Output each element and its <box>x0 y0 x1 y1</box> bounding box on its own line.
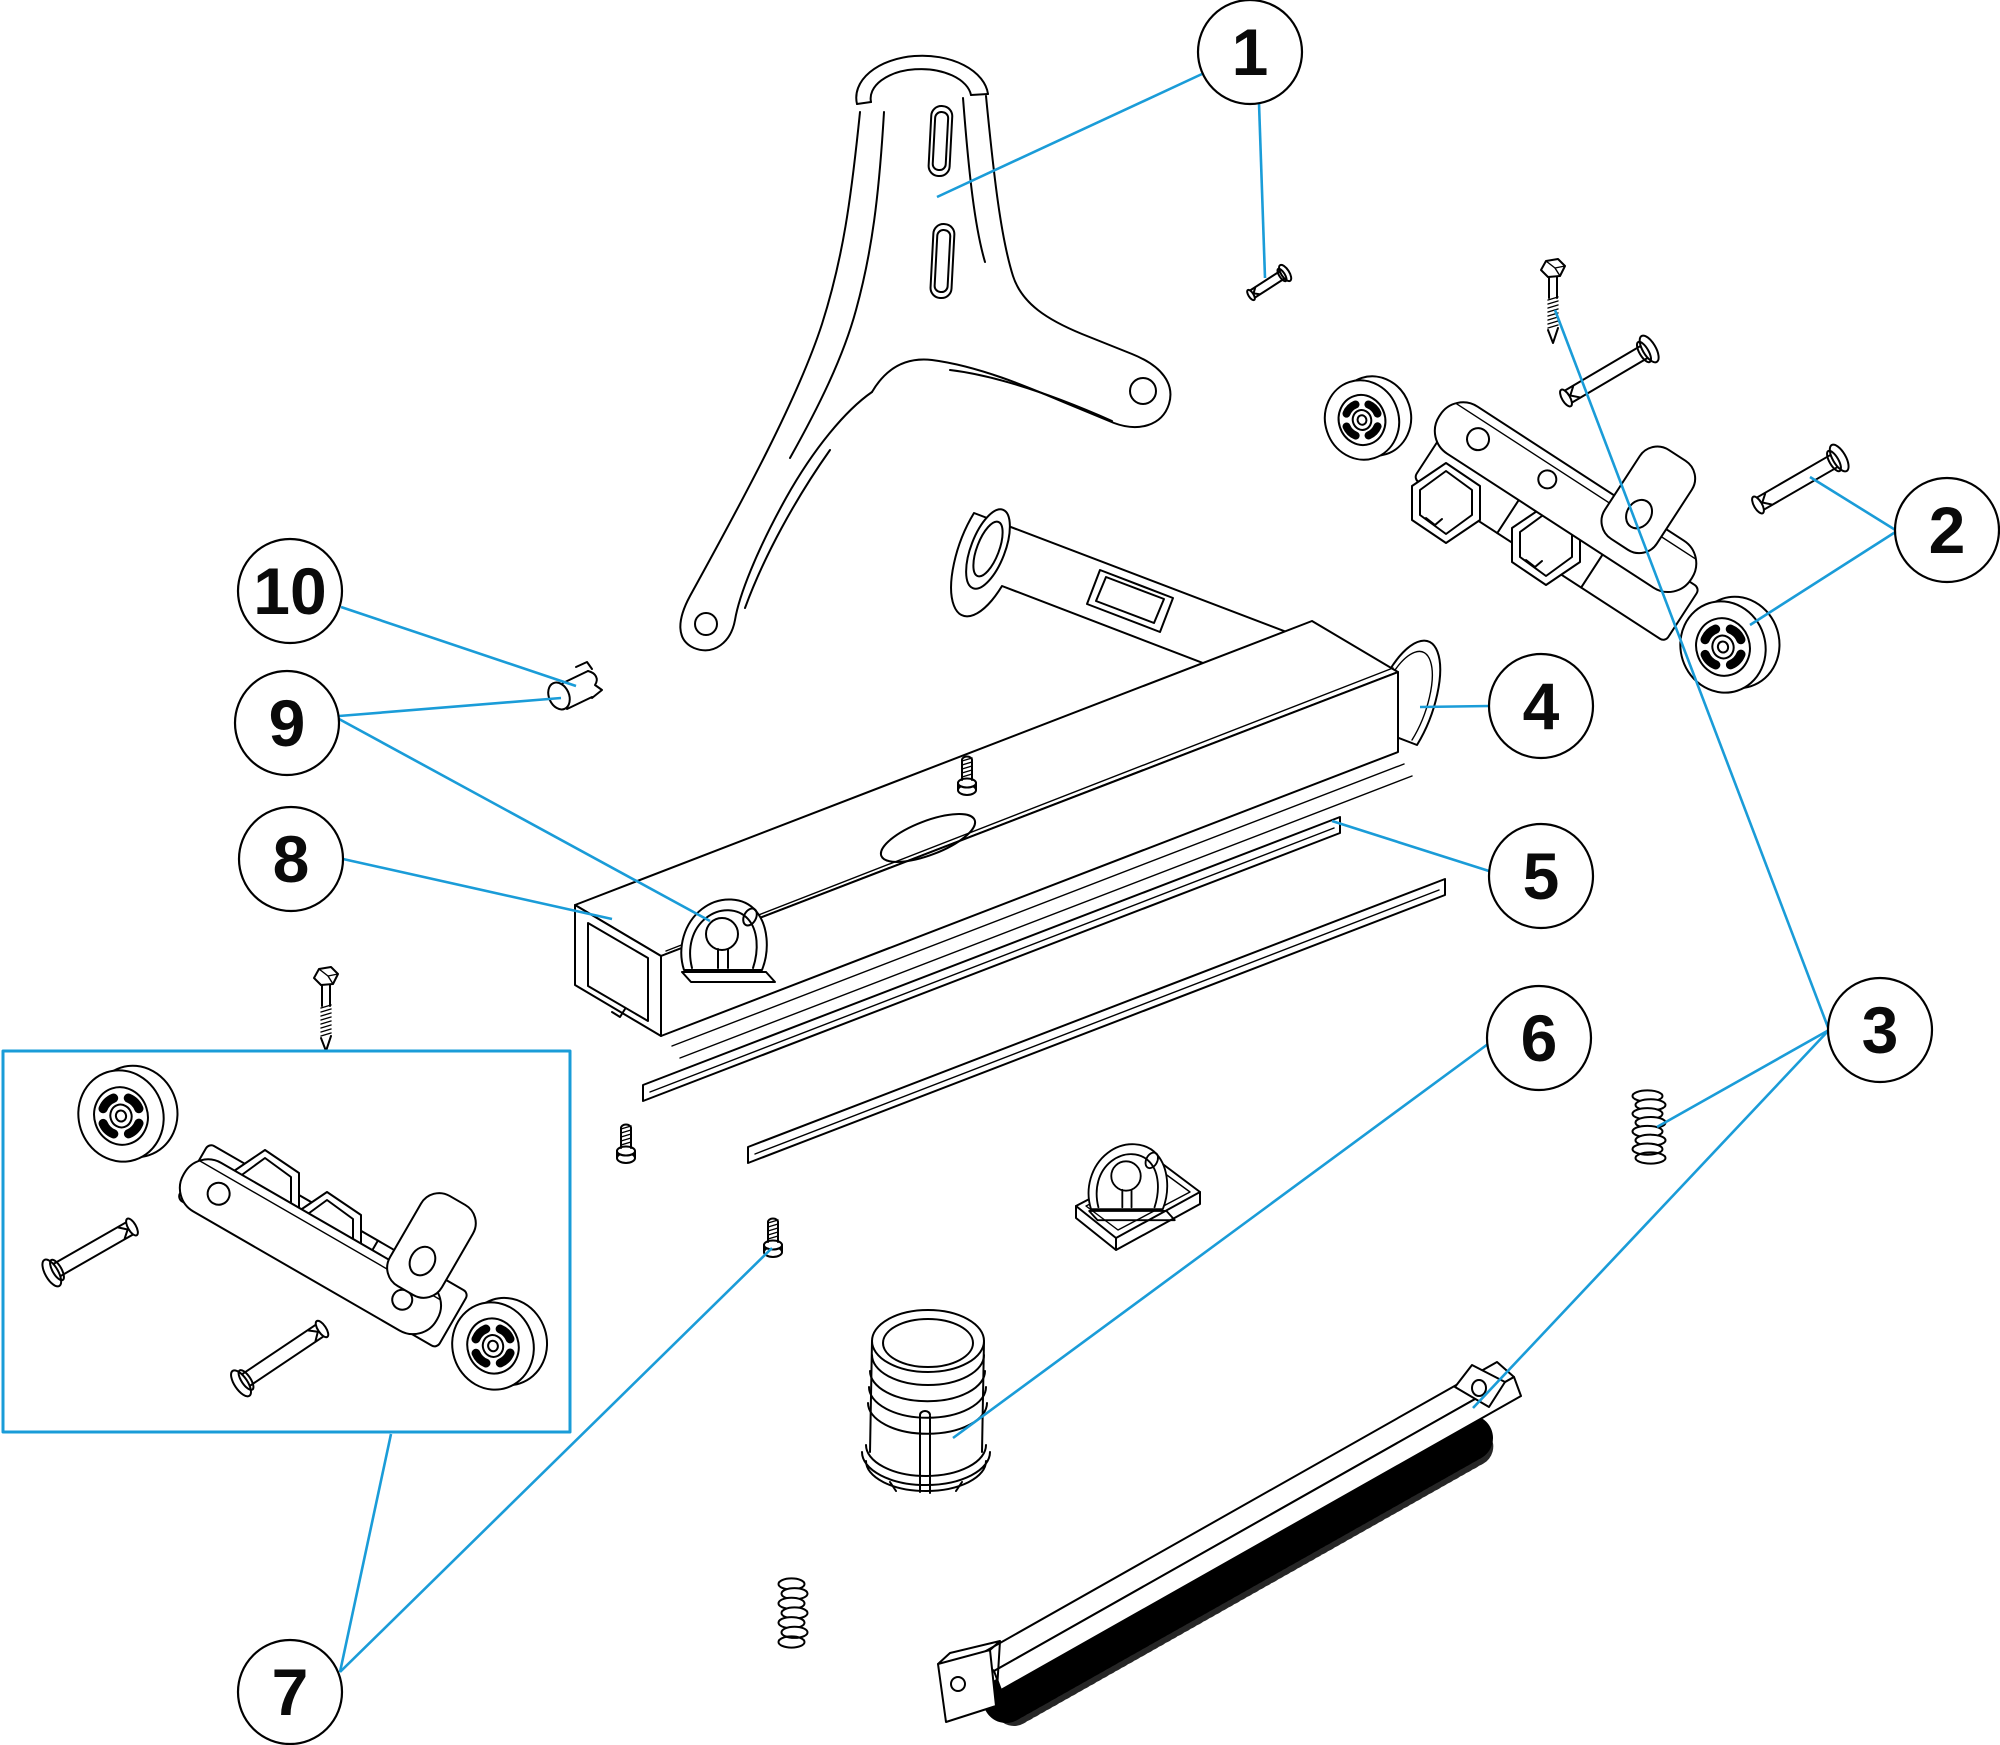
callout-circle[interactable] <box>233 669 341 777</box>
main-body-channel <box>574 620 1413 1059</box>
brush-strip <box>937 1361 1522 1726</box>
pan-head-screw <box>957 755 977 796</box>
callout-circle[interactable] <box>236 537 344 645</box>
callout-circle[interactable] <box>1196 0 1304 106</box>
leader-line <box>1553 309 1831 1031</box>
callout-5[interactable]: 5 <box>1487 822 1595 930</box>
roller-wheel <box>77 1064 179 1163</box>
callout-number: 3 <box>1862 993 1899 1067</box>
leader-line <box>1809 475 1898 533</box>
leader-line <box>338 696 562 718</box>
leader-line <box>952 1042 1489 1440</box>
leader-line <box>1656 1028 1830 1129</box>
callout-3[interactable]: 3 <box>1826 976 1934 1084</box>
lag-screw <box>313 966 339 1052</box>
expansion-rivet <box>547 661 603 711</box>
callout-7[interactable]: 7 <box>236 1638 344 1745</box>
leader-line <box>338 717 711 923</box>
clevis-pin <box>1246 263 1293 302</box>
clevis-pin <box>41 1217 139 1288</box>
clevis-pin <box>1559 334 1660 408</box>
roller-wheel <box>451 1296 549 1391</box>
coil-spring <box>1631 1089 1667 1165</box>
callout-number: 4 <box>1523 669 1560 743</box>
leader-line <box>1419 704 1490 709</box>
wheel-kit-box-contents <box>178 1144 477 1348</box>
body-oval-hole <box>879 813 977 863</box>
leader-line <box>1257 102 1267 279</box>
callout-circle[interactable] <box>1487 652 1595 760</box>
callout-2[interactable]: 2 <box>1893 476 2000 584</box>
scraper-rails <box>642 816 1446 1164</box>
leader-line <box>1472 1029 1830 1409</box>
callout-number: 6 <box>1521 1001 1558 1075</box>
clevis-pin <box>1751 443 1850 515</box>
roller-wheel <box>1679 595 1781 694</box>
callout-circle[interactable] <box>1485 984 1593 1092</box>
handle-support-bracket <box>679 54 1172 652</box>
callout-number: 1 <box>1232 15 1269 89</box>
leader-line <box>338 1433 393 1673</box>
leader-line <box>1749 529 1898 627</box>
leader-line <box>342 857 613 921</box>
leader-line <box>340 605 577 688</box>
callout-6[interactable]: 6 <box>1485 984 1593 1092</box>
callout-circle[interactable] <box>1487 822 1595 930</box>
callout-number: 9 <box>269 686 306 760</box>
tube-slot <box>1086 569 1174 633</box>
clevis-pin <box>230 1319 330 1398</box>
callout-4[interactable]: 4 <box>1487 652 1595 760</box>
callout-8[interactable]: 8 <box>237 805 345 913</box>
kit-box-frame <box>1 1049 572 1434</box>
callout-number: 2 <box>1929 493 1966 567</box>
callout-number: 10 <box>253 554 326 628</box>
weight-cylinder <box>861 1309 991 1494</box>
upper-roller-assembly <box>1411 401 1699 641</box>
pan-head-screw <box>763 1217 783 1258</box>
leader-line <box>1331 819 1490 873</box>
callout-number: 7 <box>272 1655 309 1729</box>
coil-spring <box>777 1577 809 1649</box>
pan-head-screw <box>616 1123 636 1164</box>
callout-9[interactable]: 9 <box>233 669 341 777</box>
callout-number: 8 <box>273 822 310 896</box>
callout-circle[interactable] <box>237 805 345 913</box>
leader-line <box>936 72 1203 199</box>
callout-circle[interactable] <box>236 1638 344 1745</box>
bracket-tab-hole <box>1129 377 1157 405</box>
bracket-foot-hole <box>694 612 718 636</box>
callouts: 1 2 3 4 5 6 7 8 9 10 <box>233 0 2000 1745</box>
leader-line <box>339 1247 773 1673</box>
callout-number: 5 <box>1523 839 1560 913</box>
roller-wheel <box>1323 375 1413 461</box>
callout-circle[interactable] <box>1893 476 2000 584</box>
callout-1[interactable]: 1 <box>1196 0 1304 106</box>
callout-circle[interactable] <box>1826 976 1934 1084</box>
callout-10[interactable]: 10 <box>236 537 344 645</box>
wheel-kit-box <box>1 1049 572 1434</box>
leader-lines <box>338 72 1898 1673</box>
hinge-lug-loose <box>1075 1143 1201 1251</box>
lag-screw <box>1540 258 1566 344</box>
brush-end-tab <box>1454 1364 1506 1408</box>
generated-parts <box>41 258 1850 1649</box>
